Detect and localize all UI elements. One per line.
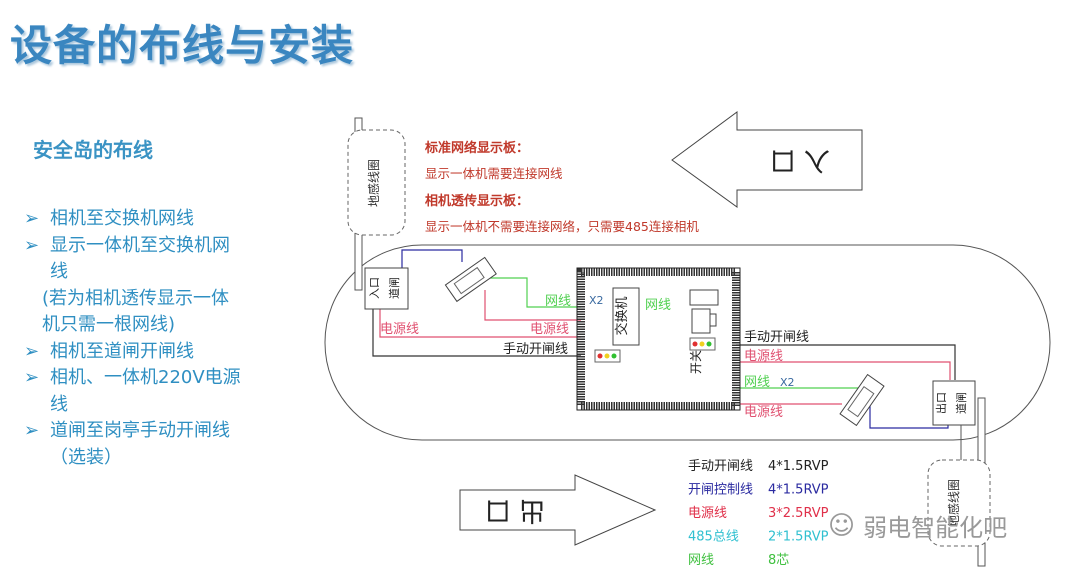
label-manual-2: 手动开闸线 [744, 330, 809, 345]
bullet-arrow-icon: ➢ [24, 234, 40, 256]
gate-control-wire-entry [401, 249, 463, 268]
bullet-text: 机只需一根网线) [42, 314, 176, 335]
label-net-1: 网线 [545, 294, 571, 309]
legend-spec: 4*1.5RVP [768, 459, 829, 474]
exit-arrow-label: 出 口 [485, 495, 545, 525]
bullet-text: (若为相机透传显示一体 [42, 287, 230, 309]
bullet-list: ➢ 相机至交换机网线 ➢ 显示一体机至交换机网线 (若为相机透传显示一体机只需一根网线)… [24, 206, 314, 471]
note-text-standard: 显示一体机需要连接网线 [425, 166, 563, 181]
bullet-text: （选装） [50, 446, 122, 468]
manual-open-wire-entry [372, 308, 585, 357]
wechat-icon: ☺ [828, 510, 856, 541]
entry-loop-coil [347, 129, 406, 236]
legend-name: 手动开闸线 [688, 459, 753, 474]
wire-legend: 手动开闸线 4*1.5RVP 开闸控制线 4*1.5RVP 电源线 3*2.5RVP 485… [688, 459, 829, 568]
power-wire-exit-gate [740, 361, 951, 380]
exit-camera-icon [839, 373, 885, 427]
bullet-item: ➢ 相机至交换机网线 [24, 206, 314, 233]
bullet-arrow-icon: ➢ [24, 420, 40, 441]
legend-spec: 2*1.5RVP [768, 530, 829, 545]
exit-gate-label-1: 出口 [934, 392, 948, 414]
traffic-light-icon-toggle [689, 337, 716, 351]
switch-box [612, 287, 640, 346]
legend-spec: 4*1.5RVP [768, 483, 829, 498]
switch-label: 交换机 [614, 296, 630, 335]
power-wire-camera [484, 290, 585, 321]
label-x2-1: X2 [589, 294, 604, 307]
bullet-item: ➢ 相机、一体机220V电源 [24, 365, 314, 392]
traffic-light-icon-booth [594, 349, 621, 363]
bullet-text: 相机、一体机220V电源 [50, 367, 241, 388]
exit-loop-coil [927, 459, 991, 547]
label-power-1: 电源线 [530, 322, 569, 337]
note-text-passthrough: 显示一体机不需要连接网络，只需要485连接相机 [425, 219, 699, 234]
bullet-text: 道闸至岗亭手动开闸线 [50, 420, 230, 441]
watermark-text: 弱电智能化吧 [863, 514, 1008, 542]
bullet-item: （选装） [24, 445, 314, 472]
toggle-label: 开关 [689, 350, 703, 374]
note-heading-passthrough: 相机透传显示板： [425, 193, 529, 209]
exit-gate-box [932, 380, 976, 426]
entry-gate-box [364, 267, 409, 310]
pc-icon [689, 289, 719, 334]
safety-island-outline [324, 244, 1051, 441]
exit-gate-label-2: 道闸 [954, 392, 968, 414]
legend-name: 485总线 [688, 530, 739, 545]
label-power-2: 电源线 [380, 322, 419, 337]
label-power-4: 电源线 [744, 405, 783, 420]
bullet-text: 相机至道闸开闸线 [50, 340, 194, 362]
bullet-arrow-icon: ➢ [24, 367, 40, 388]
bullet-item: (若为相机透传显示一体 [24, 286, 314, 313]
bullet-item: 机只需一根网线) [24, 312, 314, 339]
bullet-arrow-icon: ➢ [24, 208, 40, 229]
note-heading-standard: 标准网络显示板： [424, 140, 529, 156]
bullet-text: 线 [50, 261, 68, 282]
gate-control-wire-exit [869, 403, 949, 429]
entry-gate-label-1: 入口 [368, 277, 381, 299]
bullet-item: 线 [24, 392, 314, 419]
label-net-2: 网线 [645, 298, 671, 313]
bullet-text: 相机至交换机网线 [50, 208, 194, 229]
legend-name: 电源线 [688, 506, 727, 521]
bullet-arrow-icon: ➢ [24, 340, 40, 362]
bullet-item: ➢ 相机至道闸开闸线 [24, 339, 314, 366]
entry-arrow-label: 入 口 [770, 145, 830, 175]
bullet-item: ➢ 显示一体机至交换机网 [24, 233, 314, 260]
entry-arrow [671, 111, 863, 208]
watermark: ☺ 弱电智能化吧 [828, 508, 1007, 543]
legend-name: 开闸控制线 [688, 483, 753, 498]
entry-camera-icon [444, 256, 497, 303]
exit-loop-label: 地感线圈 [946, 479, 961, 527]
entry-loop-label: 地感线圈 [366, 159, 381, 207]
label-power-3: 电源线 [744, 349, 783, 364]
slide-title: 设备的布线与安装 [10, 21, 355, 70]
bullet-text: 显示一体机至交换机网 [50, 234, 230, 256]
power-wire-gate [379, 308, 585, 338]
legend-spec: 8芯 [768, 553, 789, 568]
bullet-item: ➢ 道闸至岗亭手动开闸线 [24, 418, 314, 445]
label-manual-1: 手动开闸线 [503, 342, 568, 357]
exit-arrow [459, 474, 657, 546]
section-subtitle: 安全岛的布线 [33, 138, 153, 162]
booth-outer [576, 267, 741, 411]
network-wire-camera [490, 277, 585, 308]
legend-name: 网线 [688, 553, 714, 568]
label-net-3: 网线 [744, 375, 770, 390]
label-x2-2: X2 [780, 376, 795, 389]
manual-open-wire-exit [718, 344, 956, 380]
entry-gate-label-2: 道闸 [387, 277, 401, 299]
legend-spec: 3*2.5RVP [768, 506, 829, 521]
bullet-item: 线 [24, 259, 314, 286]
bullet-text: 线 [50, 393, 68, 415]
